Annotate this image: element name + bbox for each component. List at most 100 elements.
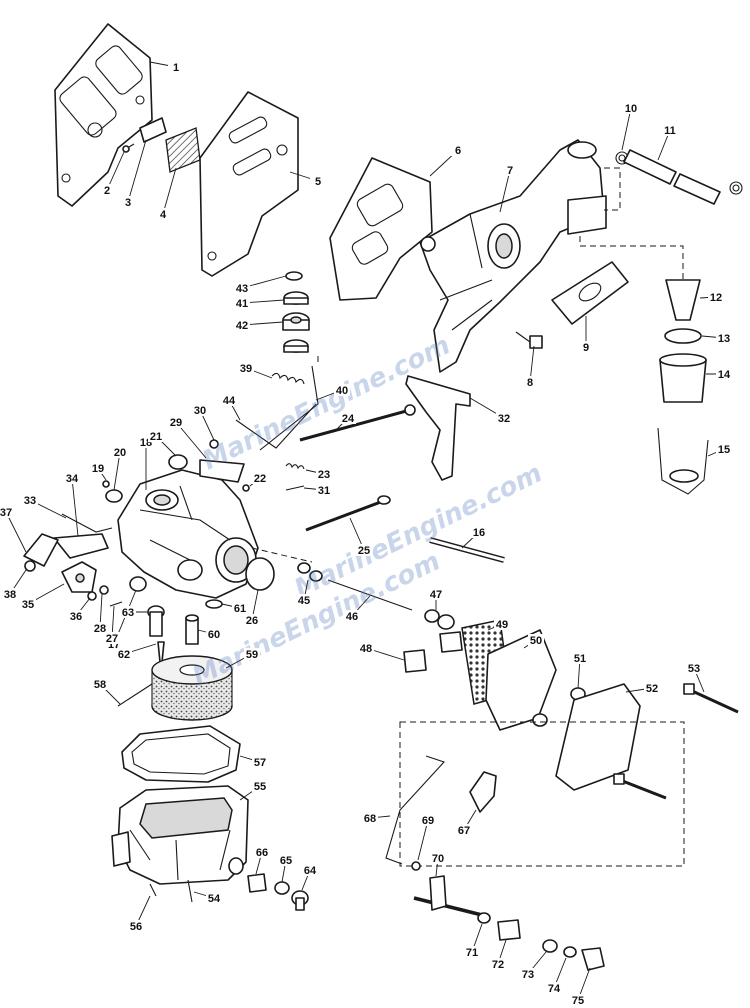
callout-23: 23 — [318, 469, 330, 481]
callout-2: 2 — [104, 185, 110, 197]
part-41-washer-lower — [283, 339, 309, 353]
part-44-rod — [235, 403, 317, 449]
part-32-throttle-lever — [405, 375, 471, 481]
callout-51: 51 — [574, 653, 586, 665]
callout-22: 22 — [254, 473, 266, 485]
callout-67: 67 — [458, 825, 470, 837]
callout-bg-75 — [570, 994, 586, 1006]
callout-15: 15 — [718, 444, 730, 456]
callout-bg-49 — [494, 618, 510, 630]
part-4-reed — [165, 127, 201, 173]
part-75-knob — [581, 947, 605, 971]
callout-bg-37 — [0, 506, 14, 518]
part-3-reed-stop — [139, 117, 167, 143]
callout-21: 21 — [150, 431, 162, 443]
callout-bg-62 — [116, 648, 132, 660]
part-45-washers — [297, 562, 323, 582]
callout-bg-12 — [708, 291, 724, 303]
leader-line-3 — [127, 139, 147, 203]
callout-bg-72 — [490, 958, 506, 970]
callout-19: 19 — [92, 463, 104, 475]
callout-bg-51 — [572, 652, 588, 664]
part-29-plate — [199, 459, 245, 483]
part-57-bowl-gasket — [121, 725, 241, 783]
callout-bg-10 — [623, 102, 639, 114]
part-26-plate — [245, 557, 275, 591]
callout-bg-57 — [252, 756, 268, 768]
callout-bg-30 — [192, 404, 208, 416]
part-11-fuel-hose — [623, 149, 721, 205]
callout-41: 41 — [236, 298, 248, 310]
callout-bg-31 — [316, 484, 332, 496]
callout-bg-3 — [120, 196, 136, 208]
part-41-washer-upper — [283, 291, 309, 305]
part-71-washer — [477, 912, 491, 924]
callout-bg-71 — [464, 946, 480, 958]
assembly-line-fuel — [604, 167, 621, 211]
part-43-clip — [285, 271, 303, 281]
callout-bg-39 — [238, 362, 254, 374]
callout-61: 61 — [234, 603, 246, 615]
callout-bg-20 — [112, 446, 128, 458]
callout-8: 8 — [527, 377, 533, 389]
part-53-screw-lower — [613, 773, 667, 800]
part-46-shaft — [327, 579, 413, 611]
callout-30: 30 — [194, 405, 206, 417]
callout-bg-5 — [310, 175, 326, 187]
part-14-filter-bowl — [659, 353, 707, 403]
callout-39: 39 — [240, 363, 252, 375]
callout-55: 55 — [254, 781, 266, 793]
leader-line-37 — [5, 511, 27, 553]
part-13-gasket — [664, 328, 702, 344]
callout-14: 14 — [718, 369, 731, 381]
callout-bg-54 — [206, 892, 222, 904]
part-58-pin — [117, 683, 153, 707]
part-16-pin — [429, 537, 505, 563]
callout-bg-11 — [662, 124, 678, 136]
callout-bg-45 — [296, 594, 312, 606]
assembly-box-lower — [399, 721, 685, 867]
callout-7: 7 — [507, 165, 513, 177]
callout-bg-68 — [362, 812, 378, 824]
callout-16: 16 — [473, 527, 485, 539]
leader-line-2 — [106, 151, 125, 191]
part-65-washer — [274, 881, 290, 895]
part-67-arm — [469, 771, 497, 813]
callout-bg-48 — [358, 642, 374, 654]
callout-43: 43 — [236, 283, 248, 295]
part-7-intake-manifold — [419, 139, 607, 373]
part-31-screw — [285, 485, 305, 491]
callout-bg-53 — [686, 662, 702, 674]
callout-11: 11 — [664, 125, 676, 137]
callout-57: 57 — [254, 757, 266, 769]
callout-69: 69 — [422, 815, 434, 827]
callout-75: 75 — [572, 995, 584, 1007]
callout-bg-19 — [90, 462, 106, 474]
callout-bg-47 — [428, 588, 444, 600]
leader-line-34 — [71, 477, 79, 537]
part-64-screw — [291, 890, 309, 911]
part-24-shaft — [299, 404, 416, 442]
leader-line-10 — [621, 107, 632, 151]
callout-40: 40 — [336, 385, 348, 397]
leader-line-7 — [499, 169, 511, 213]
part-54-screw — [187, 879, 193, 903]
callout-73: 73 — [522, 969, 534, 981]
part-61-gasket — [205, 599, 223, 609]
leader-line-20 — [113, 451, 121, 491]
callout-bg-43 — [234, 282, 250, 294]
callout-bg-29 — [168, 416, 184, 428]
callout-45: 45 — [298, 595, 310, 607]
part-33-link — [61, 513, 113, 533]
callout-bg-66 — [254, 846, 270, 858]
callout-bg-41 — [234, 297, 250, 309]
callout-10: 10 — [625, 103, 637, 115]
callout-35: 35 — [22, 599, 34, 611]
callout-bg-60 — [206, 628, 222, 640]
callout-bg-35 — [20, 598, 36, 610]
callout-49: 49 — [496, 619, 508, 631]
part-70-lever-shaft — [413, 875, 487, 918]
callout-34: 34 — [66, 473, 79, 485]
callout-4: 4 — [160, 209, 167, 221]
